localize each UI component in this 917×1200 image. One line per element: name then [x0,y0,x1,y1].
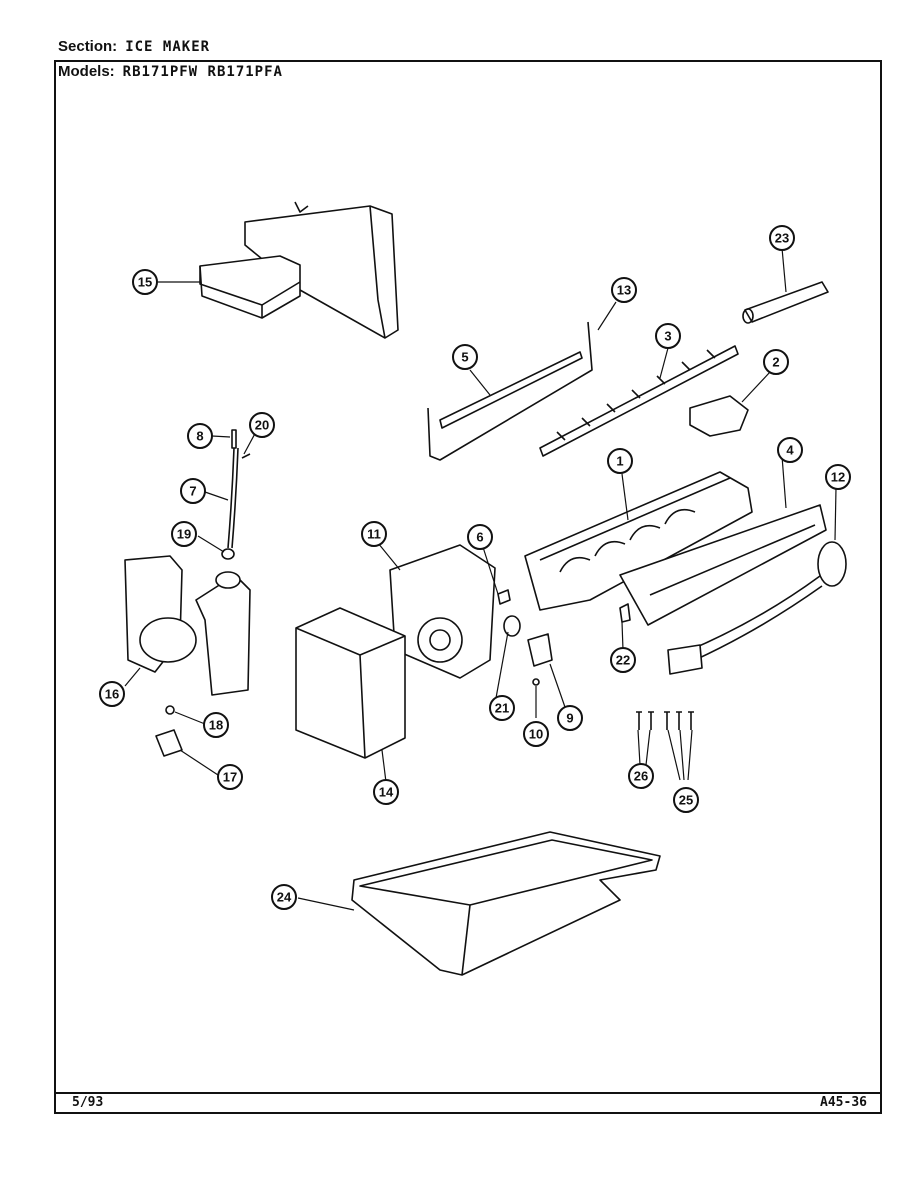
diagram-frame [54,60,882,1114]
part-18-washer [165,705,175,715]
callout-number: 19 [177,527,191,542]
part-11-module [389,544,496,679]
callout-number: 11 [367,527,381,542]
callout-7: 7 [180,478,206,504]
callout-number: 14 [379,785,394,800]
part-24-bin [351,831,661,976]
callout-number: 1 [616,454,623,469]
callout-18: 18 [203,712,229,738]
callout-14: 14 [373,779,399,805]
section-label: Section: [58,38,118,55]
callout-6: 6 [467,524,493,550]
callout-13: 13 [611,277,637,303]
part-3-ejector [539,345,739,457]
callout-16: 16 [99,681,125,707]
part-15-cover [199,201,399,339]
callout-1: 1 [607,448,633,474]
part-21-gear [503,615,521,637]
callout-number: 4 [786,443,794,458]
callout-number: 10 [529,727,543,742]
section-value: ICE MAKER [125,39,211,55]
callout-number: 3 [664,329,671,344]
part-16-valve [124,555,251,696]
part-9-switch [527,633,553,667]
models-label: Models: [58,63,115,80]
callout-24: 24 [271,884,297,910]
callout-number: 26 [634,769,648,784]
callout-number: 13 [617,283,631,298]
part-17-nut [155,729,183,757]
part-25-26-screws [636,711,694,730]
callout-number: 9 [566,711,573,726]
callout-25: 25 [673,787,699,813]
callout-number: 24 [277,890,292,905]
models-header: Models: RB171PFW RB171PFA [58,63,283,80]
part-23-tube [742,281,829,324]
callout-17: 17 [217,764,243,790]
section-header: Section: ICE MAKER [58,38,210,55]
part-22-clip [619,603,631,623]
callout-number: 12 [831,470,845,485]
callout-15: 15 [132,269,158,295]
part-10-screw [532,678,540,686]
callout-number: 22 [616,653,630,668]
callout-12: 12 [825,464,851,490]
callout-9: 9 [557,705,583,731]
part-6-screw [497,589,511,605]
callout-number: 23 [775,231,789,246]
part-5-rod [439,351,583,429]
part-13-wire [427,321,593,461]
callout-number: 20 [255,418,269,433]
callout-5: 5 [452,344,478,370]
footer-rule [54,1092,882,1094]
callout-number: 16 [105,687,119,702]
models-value: RB171PFW RB171PFA [122,64,283,80]
callout-number: 17 [223,770,237,785]
callout-21: 21 [489,695,515,721]
callout-number: 6 [476,530,483,545]
callout-number: 8 [196,429,203,444]
callout-2: 2 [763,349,789,375]
revision-date: 5/93 [72,1095,104,1110]
callout-23: 23 [769,225,795,251]
callout-3: 3 [655,323,681,349]
page-code: A45-36 [820,1095,867,1110]
callouts: 15 23 13 5 3 2 8 20 1 4 12 7 19 11 6 22 … [99,225,851,910]
callout-4: 4 [777,437,803,463]
callout-26: 26 [628,763,654,789]
part-2-clip [689,395,749,437]
callout-number: 5 [461,350,468,365]
callout-19: 19 [171,521,197,547]
callout-number: 7 [189,484,196,499]
part-4-heater [619,504,827,626]
callout-number: 18 [209,718,223,733]
callout-number: 21 [495,701,509,716]
callout-11: 11 [361,521,387,547]
part-1-mold [524,471,753,611]
part-12-harness [667,541,847,675]
callout-8: 8 [187,423,213,449]
callout-number: 2 [772,355,779,370]
callout-number: 15 [138,275,152,290]
part-14-box [295,607,406,759]
callout-20: 20 [249,412,275,438]
part-7-fill-tube [221,429,251,560]
callout-number: 25 [679,793,693,808]
callout-22: 22 [610,647,636,673]
callout-10: 10 [523,721,549,747]
